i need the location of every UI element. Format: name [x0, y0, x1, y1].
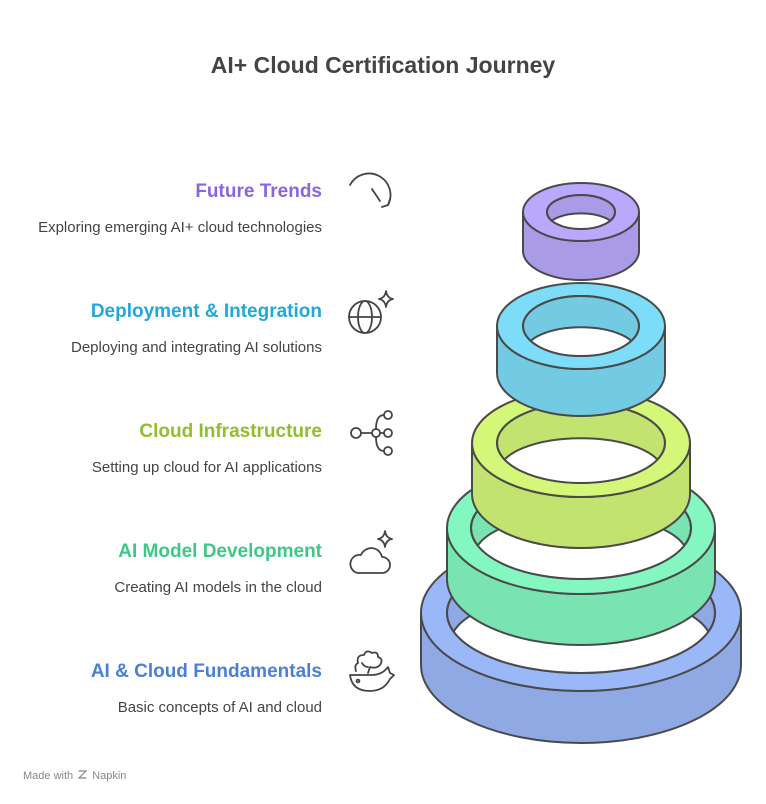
napkin-logo-icon [77, 769, 88, 783]
ring-1 [496, 282, 666, 417]
stage-title-ai-cloud-fundamentals: AI & Cloud Fundamentals [90, 661, 322, 682]
stage-desc-cloud-infrastructure: Setting up cloud for AI applications [91, 459, 322, 476]
footer: Made with Napkin [23, 769, 126, 783]
page-title: AI+ Cloud Certification Journey [210, 52, 556, 78]
share-nodes-icon [346, 407, 398, 459]
cloud-sparkle-icon [346, 527, 398, 579]
globe-sparkle-icon [346, 287, 398, 339]
ring-2 [471, 388, 691, 549]
stage-title-future-trends: Future Trends [195, 181, 322, 202]
ring-0 [522, 182, 640, 281]
stage-title-deployment: Deployment & Integration [90, 301, 322, 322]
stage-desc-ai-cloud-fundamentals: Basic concepts of AI and cloud [117, 699, 322, 716]
stage-title-ai-model-development: AI Model Development [118, 541, 322, 562]
stage-desc-future-trends: Exploring emerging AI+ cloud technologie… [38, 219, 322, 236]
stage-desc-ai-model-development: Creating AI models in the cloud [114, 579, 322, 596]
rotate-arrow-icon [346, 167, 398, 219]
ring-0-hole-edge [546, 194, 616, 230]
stage-title-cloud-infrastructure: Cloud Infrastructure [139, 421, 322, 442]
ring-1-hole-edge [522, 295, 640, 357]
whale-icon [346, 645, 398, 697]
stage-desc-deployment: Deploying and integrating AI solutions [70, 339, 322, 356]
footer-brand: Napkin [92, 770, 127, 782]
footer-made-with: Made with [23, 770, 74, 782]
